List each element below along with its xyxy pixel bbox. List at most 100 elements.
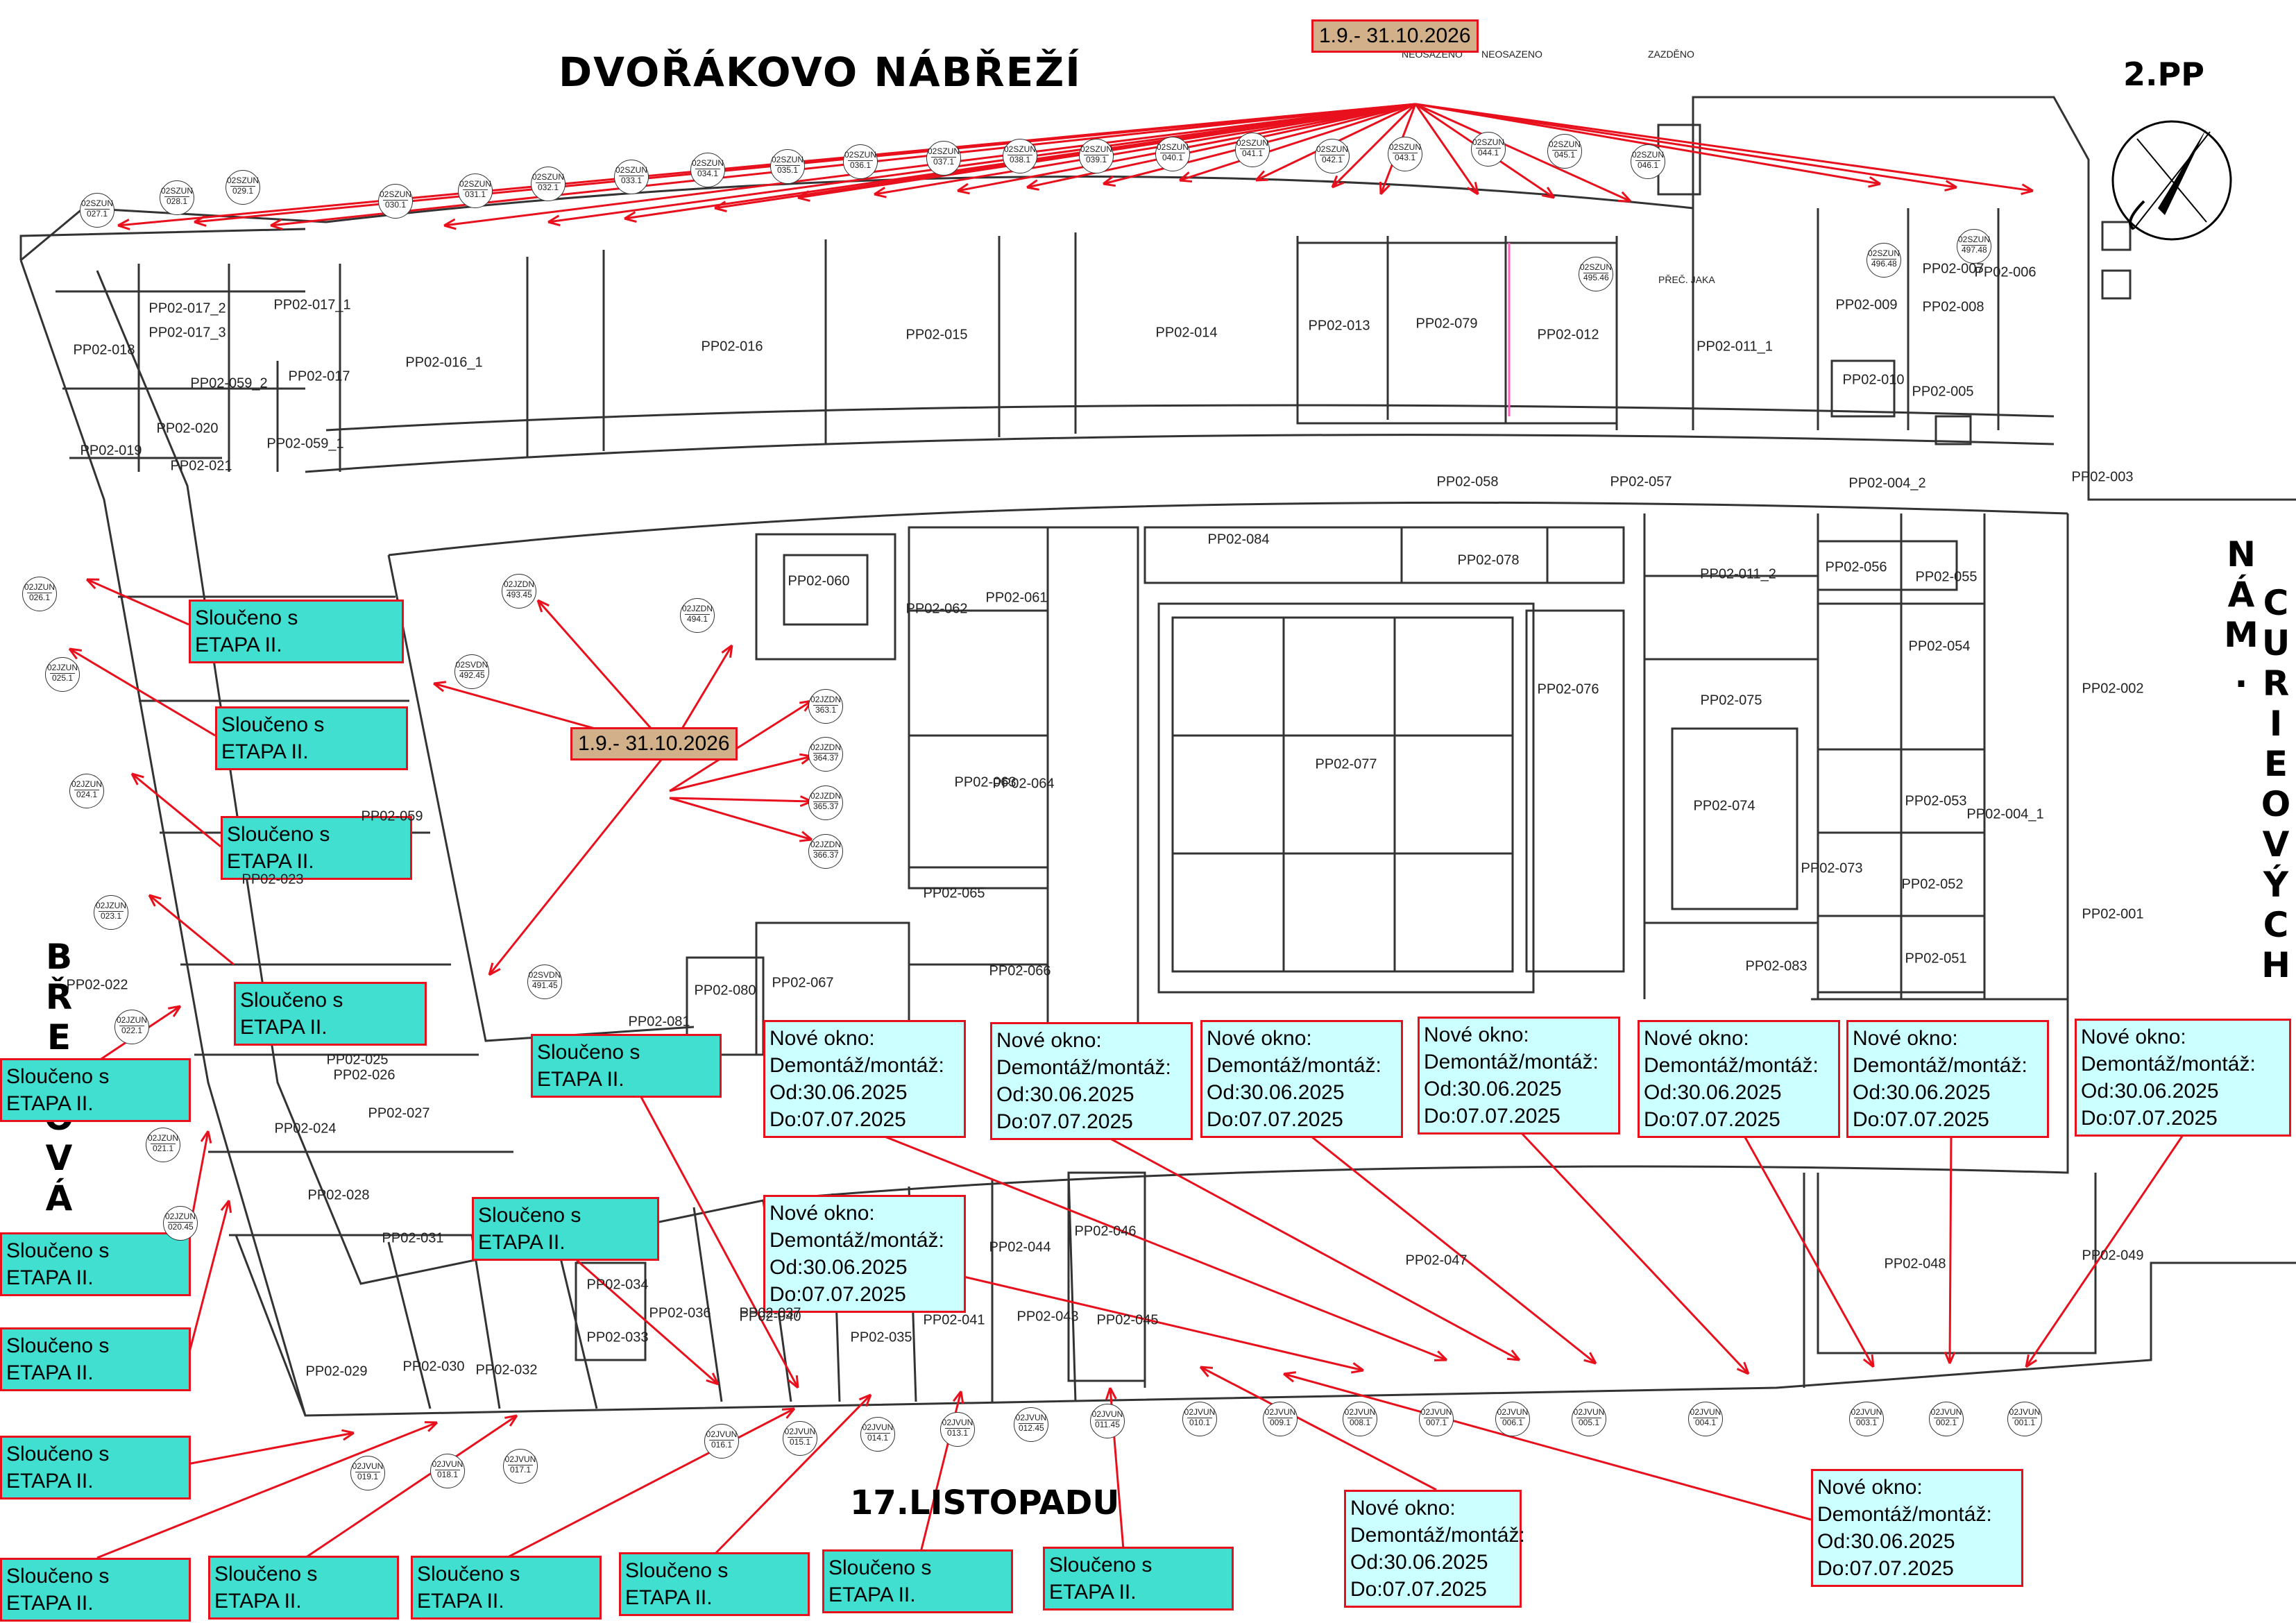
annotation-line: Demontáž/montáž: — [996, 1056, 1171, 1079]
window-number: 044.1 — [1476, 148, 1501, 158]
window-code: 02JVUN — [432, 1459, 464, 1469]
arrow-head — [194, 215, 207, 227]
arrow-head — [443, 218, 457, 230]
room-label: PP02-002 — [2082, 681, 2144, 697]
window-number: 017.1 — [508, 1465, 533, 1475]
room-label: PP02-041 — [923, 1312, 985, 1328]
arrow-head — [1736, 1361, 1750, 1375]
window-number: 032.1 — [536, 182, 561, 192]
window-code: 02JVUN — [706, 1429, 738, 1439]
window-number: 033.1 — [619, 176, 644, 185]
annotation-line: ETAPA II. — [195, 634, 282, 656]
window-number: 018.1 — [435, 1470, 460, 1479]
arrow-head — [781, 1407, 796, 1419]
annotation-line: ETAPA II. — [478, 1231, 566, 1254]
arrow-head — [547, 214, 561, 227]
arrow-head — [85, 578, 100, 590]
annotation-line: ETAPA II. — [214, 1590, 302, 1613]
arrow-head — [433, 681, 447, 692]
annotation-line: Od:30.06.2025 — [1207, 1081, 1345, 1104]
annotation-line: Demontáž/montáž: — [1817, 1503, 1992, 1526]
window-number: 493.45 — [507, 590, 532, 600]
arrow-head — [858, 1393, 872, 1407]
annotation-line: Sloučeno s — [1049, 1554, 1153, 1577]
annotation-arrow — [1304, 1130, 1597, 1365]
window-number: 366.37 — [813, 850, 839, 860]
street-label-bottom: 17.LISTOPADU — [850, 1484, 1120, 1522]
room-label: PP02-011_1 — [1697, 339, 1773, 355]
room-label: PP02-020 — [156, 420, 219, 436]
window-number: 008.1 — [1347, 1418, 1372, 1427]
room-label: PP02-003 — [2071, 469, 2134, 485]
annotation-arrow — [874, 103, 1416, 196]
window-number: 035.1 — [775, 165, 800, 175]
annotation-arrow — [870, 1130, 1447, 1361]
window-code: 02JZUN — [147, 1133, 178, 1143]
window-number: 039.1 — [1084, 155, 1109, 164]
annotation-line: Od:30.06.2025 — [996, 1083, 1134, 1106]
room-label: PP02-016_1 — [405, 355, 483, 371]
window-number: 364.37 — [813, 753, 839, 763]
annotation-line: Demontáž/montáž: — [2081, 1053, 2256, 1076]
room-label: PP02-036 — [649, 1305, 711, 1321]
room-label: PP02-017_1 — [273, 297, 351, 313]
window-code: 02JZUN — [71, 779, 102, 789]
street-letter: Ř — [45, 977, 73, 1017]
window-code: 02JZUN — [46, 663, 78, 672]
annotation-arrow — [1200, 1366, 1437, 1491]
window-number: 031.1 — [463, 189, 488, 199]
arrow-head — [1255, 170, 1269, 182]
annotation-arrow — [1179, 103, 1416, 182]
room-label: PP02-017 — [288, 368, 350, 384]
room-label: PP02-040 — [739, 1309, 801, 1325]
room-label: PP02-062 — [905, 601, 968, 617]
arrow-head — [957, 182, 970, 195]
room-label: PP02-075 — [1700, 692, 1762, 708]
arrow-head — [536, 599, 550, 613]
annotation-arrow — [669, 797, 813, 841]
window-number: 045.1 — [1552, 150, 1577, 160]
annotation-line: Sloučeno s — [6, 1443, 110, 1465]
annotation-line: Demontáž/montáž: — [1350, 1524, 1525, 1547]
window-number: 365.37 — [813, 801, 839, 811]
annotation-line: Demontáž/montáž: — [769, 1229, 944, 1252]
arrow-head — [1434, 1350, 1448, 1361]
room-label: PP02-059_2 — [190, 375, 268, 391]
annotation-arrows — [68, 103, 2187, 1559]
annotation-line: Nové okno: — [1350, 1497, 1456, 1520]
arrow-head — [148, 894, 162, 907]
window-code: 02SZUN — [459, 179, 491, 189]
annotation-arrow — [536, 600, 671, 750]
arrow-head — [130, 772, 144, 785]
annotation-line: Sloučeno s — [625, 1559, 729, 1582]
annotation-line: Sloučeno s — [221, 713, 325, 736]
annotation-arrow — [669, 755, 813, 792]
annotation-arrow — [669, 699, 813, 792]
annotation-line: ETAPA II. — [828, 1583, 916, 1606]
window-number: 025.1 — [50, 673, 75, 683]
annotation-arrow — [547, 103, 1416, 223]
room-label: PP02-048 — [1884, 1256, 1946, 1272]
